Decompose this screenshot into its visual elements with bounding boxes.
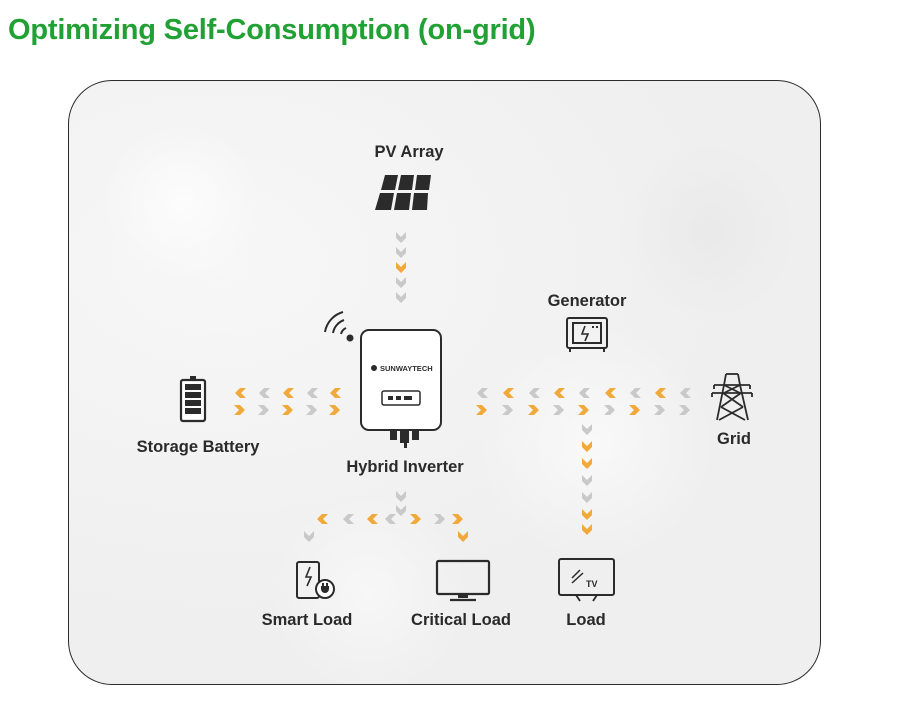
flow-chevron — [396, 505, 406, 516]
diagram-panel — [68, 80, 821, 685]
storage-battery-label: Storage Battery — [136, 438, 260, 456]
flow-chevron — [582, 509, 592, 520]
smart-load-label: Smart Load — [261, 611, 353, 629]
flow-chevron — [282, 405, 293, 415]
flow-chevron — [554, 388, 565, 398]
flow-chevron — [502, 405, 513, 415]
critical-load-label: Critical Load — [411, 611, 511, 629]
flow-chevron — [582, 441, 592, 452]
flow-chevron — [582, 458, 592, 469]
flow-chevron — [304, 531, 314, 542]
flow-chevron — [396, 491, 406, 502]
flow-chevron — [259, 388, 270, 398]
flow-chevron — [582, 424, 592, 435]
flow-chevron — [396, 232, 406, 243]
flow-chevron — [317, 514, 328, 524]
flow-chevron — [235, 388, 246, 398]
page-title: Optimizing Self-Consumption (on-grid) — [8, 14, 536, 46]
smart-load-icon — [296, 561, 335, 599]
flow-chevron — [529, 388, 540, 398]
wifi-icon — [324, 311, 354, 342]
flow-chevron — [680, 388, 691, 398]
pv-array-label: PV Array — [374, 143, 444, 161]
flow-chevron — [307, 388, 318, 398]
flow-chevron — [452, 514, 463, 524]
flow-chevron — [503, 388, 514, 398]
flow-chevron — [367, 514, 378, 524]
load-label: Load — [566, 611, 606, 629]
flow-chevron — [396, 262, 406, 273]
inverter-brand-text: SUNWAYTECH — [380, 364, 433, 373]
flow-chevron — [258, 405, 269, 415]
flow-chevron — [477, 388, 488, 398]
monitor-icon — [435, 559, 491, 602]
tv-text: TV — [586, 579, 598, 589]
tv-icon: TV — [558, 558, 615, 602]
generator-label: Generator — [547, 292, 627, 310]
flow-chevron — [579, 388, 590, 398]
flow-chevron — [396, 292, 406, 303]
flow-chevron — [306, 405, 317, 415]
flow-chevron — [283, 388, 294, 398]
generator-icon — [566, 317, 608, 352]
flow-chevron — [410, 514, 421, 524]
flow-chevron — [578, 405, 589, 415]
flow-chevron — [582, 492, 592, 503]
flow-chevron — [528, 405, 539, 415]
flow-arrows — [234, 232, 691, 542]
flow-chevron — [582, 475, 592, 486]
flow-chevron — [476, 405, 487, 415]
flow-chevron — [396, 247, 406, 258]
solar-panel-icon — [375, 175, 431, 210]
flow-chevron — [655, 388, 666, 398]
flow-chevron — [553, 405, 564, 415]
grid-label: Grid — [717, 430, 751, 448]
flow-chevron — [604, 405, 615, 415]
battery-icon — [179, 376, 207, 423]
hybrid-inverter-label: Hybrid Inverter — [346, 458, 464, 476]
flow-chevron — [329, 405, 340, 415]
flow-chevron — [679, 405, 690, 415]
flow-chevron — [629, 405, 640, 415]
flow-chevron — [605, 388, 616, 398]
flow-chevron — [654, 405, 665, 415]
transmission-tower-icon — [711, 373, 753, 421]
flow-chevron — [385, 514, 396, 524]
flow-chevron — [630, 388, 641, 398]
flow-chevron — [343, 514, 354, 524]
flow-chevron — [434, 514, 445, 524]
flow-chevron — [458, 531, 468, 542]
flow-chevron — [330, 388, 341, 398]
flow-chevron — [396, 277, 406, 288]
flow-chevron — [582, 524, 592, 535]
flow-chevron — [234, 405, 245, 415]
hybrid-inverter-icon: SUNWAYTECH — [360, 329, 442, 448]
